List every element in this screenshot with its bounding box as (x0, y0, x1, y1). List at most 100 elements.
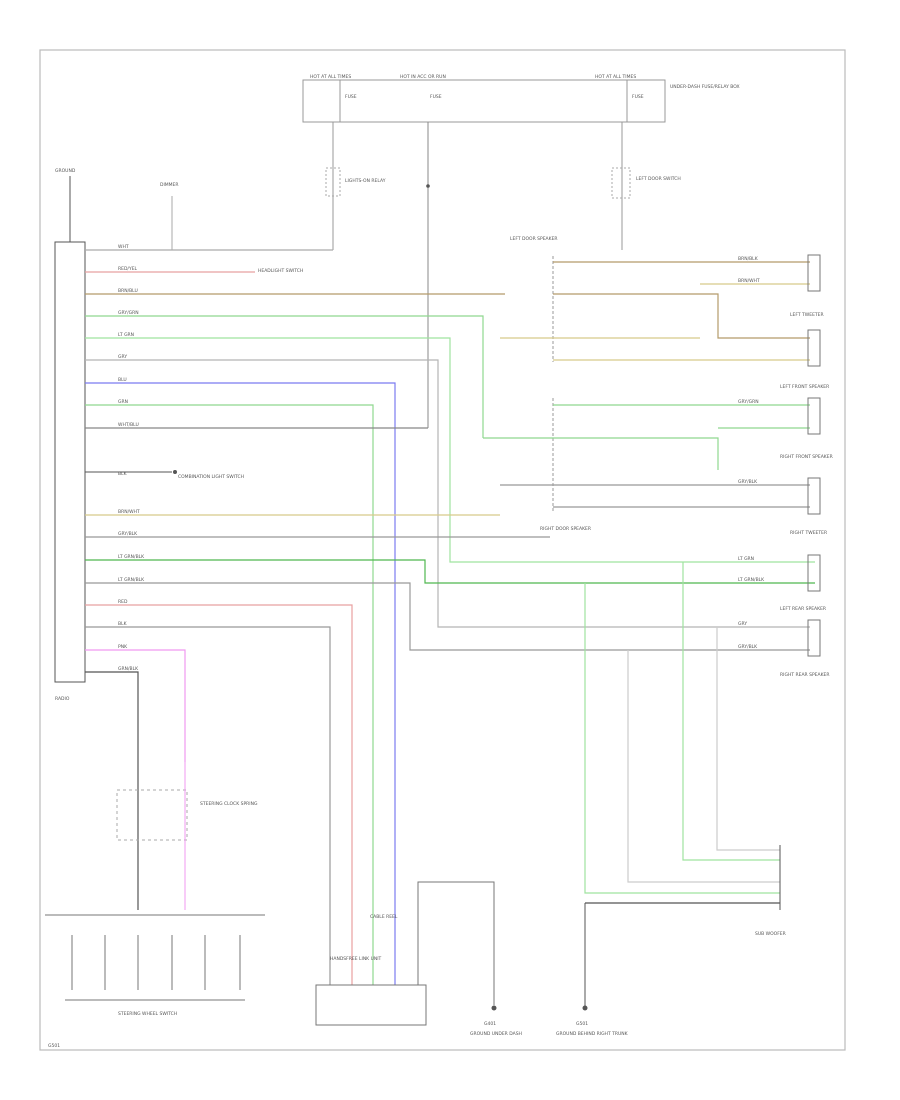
wire-w16 (85, 626, 331, 985)
pin-label-7: BLU (118, 377, 127, 383)
pin-label-15: RED (118, 599, 128, 605)
fuse-b-label: FUSE (430, 94, 442, 100)
fuse-a-label: FUSE (345, 94, 357, 100)
combination-switch-label: COMBINATION LIGHT SWITCH (178, 474, 244, 480)
wire-w7 (85, 382, 396, 985)
speaker-code-7: GRY (738, 621, 747, 627)
pin-label-18: GRN/BLK (118, 666, 139, 672)
right-tweeter-label: RIGHT TWEETER (790, 530, 827, 536)
fuse-label-mid: HOT IN ACC OR RUN (400, 74, 446, 80)
speaker-code-6: LT GRN/BLK (738, 577, 765, 583)
right-door-speaker-label: RIGHT DOOR SPEAKER (540, 526, 591, 532)
diagram-frame (39, 49, 846, 1051)
subwoofer-feed-group (584, 562, 780, 904)
speaker-feed-group (483, 261, 810, 508)
radio-unit (54, 241, 86, 683)
left-tweeter-icon (807, 329, 821, 367)
ground-dot-w10 (173, 470, 177, 474)
wire-w14 (85, 582, 810, 651)
speaker-feed-2 (553, 293, 810, 339)
pin-label-6: GRY (118, 354, 127, 360)
right-front-speaker-label: RIGHT FRONT SPEAKER (780, 454, 833, 460)
ground-right-label: GROUND BEHIND RIGHT TRUNK (556, 1031, 629, 1037)
wire-w5 (85, 337, 815, 563)
cable-reel-label: CABLE REEL (370, 914, 398, 920)
right-front-speaker-icon (807, 477, 821, 515)
pin-label-11: BRN/WHT (118, 509, 140, 515)
pin-label-5: LT GRN (118, 332, 134, 338)
wire-w8 (85, 404, 374, 985)
ground-top-label: GROUND (55, 168, 76, 174)
sub-woofer-label: SUB WOOFER (755, 931, 786, 937)
sub-feed-ltgrn-blk (584, 583, 780, 894)
speaker-code-3: GRY/GRN (738, 399, 759, 405)
wire-w15 (85, 604, 353, 985)
left-door-speaker-label: LEFT DOOR SPEAKER (510, 236, 558, 242)
clock-spring-box (116, 789, 188, 841)
speaker-wire-labels: BRN/BLK BRN/WHT GRY/GRN GRY/BLK LT GRN L… (738, 256, 765, 650)
pin-label-13: LT GRN/BLK (118, 554, 145, 560)
lights-on-relay-symbol (325, 167, 341, 197)
feed-splice-mid (426, 184, 430, 188)
lights-on-relay-label: LIGHTS-ON RELAY (345, 178, 386, 184)
speaker-code-2: BRN/WHT (738, 278, 760, 284)
left-door-speaker-icon (807, 254, 821, 292)
right-rear-speaker-label: RIGHT REAR SPEAKER (780, 672, 830, 678)
clock-spring-label: STEERING CLOCK SPRING (200, 801, 258, 807)
left-door-switch-symbol (611, 167, 631, 199)
dimmer-label: DIMMER (160, 182, 179, 188)
sub-feed-gry-blk (627, 650, 780, 883)
pin-label-17: PNK (118, 644, 128, 650)
sub-feed-gry (716, 627, 780, 851)
ground-left-label: GROUND UNDER DASH (470, 1031, 522, 1037)
speaker-feed-7 (483, 437, 719, 470)
left-front-speaker-label: LEFT FRONT SPEAKER (780, 384, 829, 390)
fuse-label-right: HOT AT ALL TIMES (595, 74, 636, 80)
pin-label-12: GRY/BLK (118, 531, 138, 537)
left-tweeter-label: LEFT TWEETER (790, 312, 824, 318)
hfl-unit-label: HANDSFREE LINK UNIT (330, 956, 382, 962)
wire-w17 (85, 649, 186, 762)
speaker-code-5: LT GRN (738, 556, 754, 562)
sub-feed-ltgrn (682, 562, 780, 861)
pin-label-8: GRN (118, 399, 128, 405)
pin-label-10: BLK (118, 471, 128, 477)
speaker-code-1: BRN/BLK (738, 256, 759, 262)
pin-label-4: GRY/GRN (118, 310, 139, 316)
corner-label: G501 (48, 1043, 60, 1049)
left-rear-speaker-label: LEFT REAR SPEAKER (780, 606, 826, 612)
ground-left-code: G401 (484, 1021, 496, 1027)
ground-right-dot (582, 1005, 588, 1011)
pin-label-14: LT GRN/BLK (118, 577, 145, 583)
radio-wire-group (85, 249, 815, 985)
hfl-unit-box (315, 984, 427, 1026)
fuse-c-label: FUSE (632, 94, 644, 100)
fuse-label-left: HOT AT ALL TIMES (310, 74, 351, 80)
pin-label-3: BRN/BLU (118, 288, 138, 294)
radio-pin-labels: WHT RED/YEL BRN/BLU GRY/GRN LT GRN GRY B… (118, 244, 145, 672)
cable-reel-bracket (417, 881, 495, 1005)
speaker-symbols (807, 254, 821, 657)
wire-w4 (85, 315, 484, 438)
headlight-switch-label: HEADLIGHT SWITCH (258, 268, 303, 274)
steering-switch-contacts (71, 935, 241, 990)
fuse-box-label: UNDER-DASH FUSE/RELAY BOX (670, 84, 740, 90)
left-front-speaker-icon (807, 397, 821, 435)
radio-label: RADIO (55, 696, 70, 702)
pin-label-2: RED/YEL (118, 266, 138, 272)
wire-w18 (85, 671, 139, 910)
pin-label-16: BLK (118, 621, 128, 627)
wire-w6 (85, 359, 810, 628)
steering-switch-label: STEERING WHEEL SWITCH (118, 1011, 177, 1017)
ground-right-code: G501 (576, 1021, 588, 1027)
right-tweeter-icon (807, 554, 821, 592)
speaker-code-4: GRY/BLK (738, 479, 758, 485)
left-door-switch-label: LEFT DOOR SWITCH (636, 176, 681, 182)
pin-label-9: WHT/BLU (118, 422, 139, 428)
left-rear-speaker-icon (807, 619, 821, 657)
speaker-code-8: GRY/BLK (738, 644, 758, 650)
ground-left-dot (491, 1005, 497, 1011)
fuse-relay-box (302, 79, 666, 123)
wire-w13 (85, 559, 815, 584)
